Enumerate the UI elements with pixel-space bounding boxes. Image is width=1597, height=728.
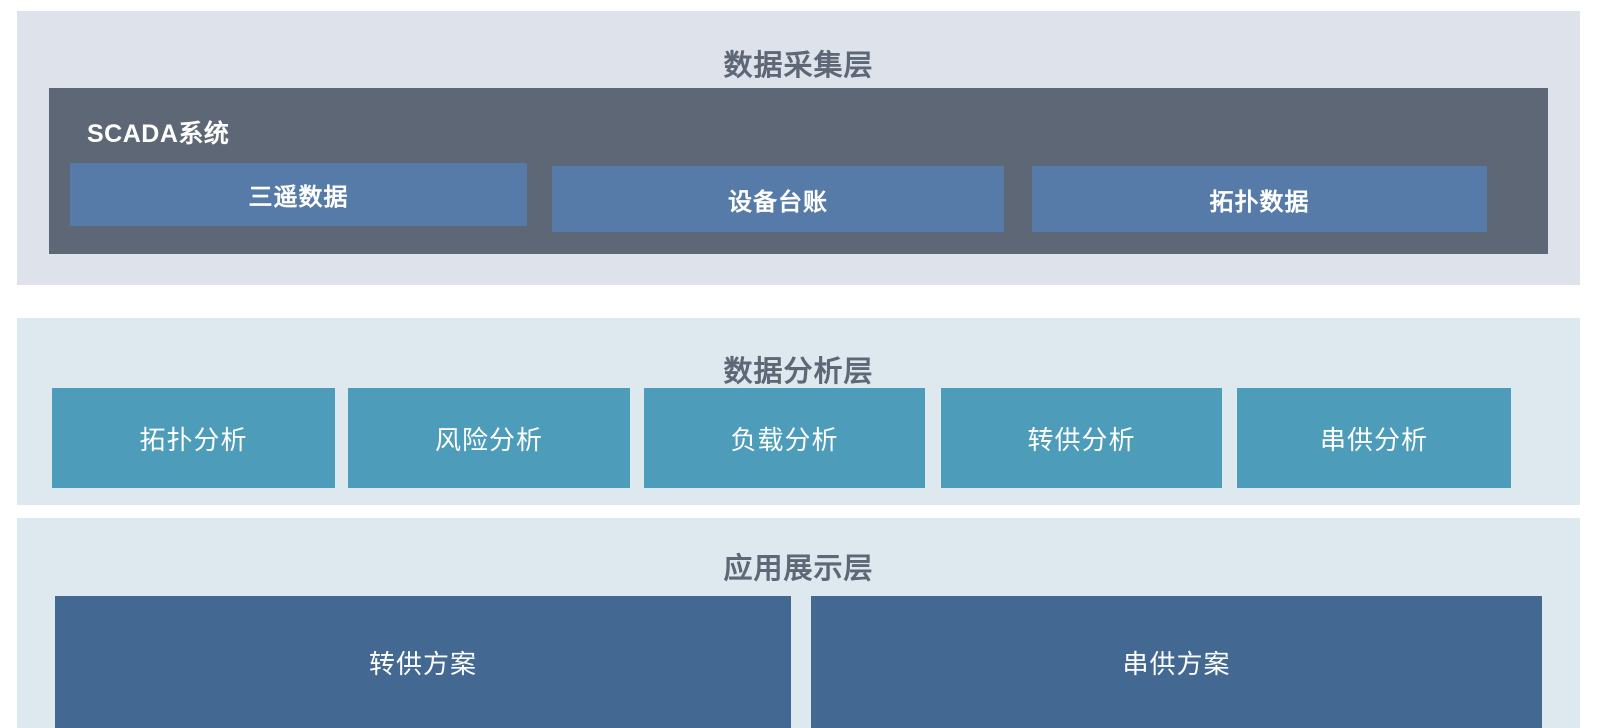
layer-application-display: 应用展示层 转供方案 串供方案 [17,518,1580,728]
scada-group-label: SCADA系统 [87,120,230,148]
analysis-item-transfer-supply[interactable]: 转供分析 [941,388,1222,488]
layer-title-application-display: 应用展示层 [723,553,874,585]
scada-item-topology-data[interactable]: 拓扑数据 [1032,166,1487,232]
analysis-item-row: 拓扑分析 风险分析 负载分析 转供分析 串供分析 [52,388,1545,488]
scada-item-equipment-ledger[interactable]: 设备台账 [552,166,1004,232]
application-item-row: 转供方案 串供方案 [55,596,1542,728]
layer-title-data-analysis: 数据分析层 [723,356,874,388]
application-item-transfer-supply-plan[interactable]: 转供方案 [55,596,791,728]
analysis-item-topology[interactable]: 拓扑分析 [52,388,335,488]
analysis-item-risk[interactable]: 风险分析 [348,388,630,488]
scada-item-row: 三遥数据 设备台账 拓扑数据 [70,163,1527,232]
layer-data-acquisition: 数据采集层 SCADA系统 三遥数据 设备台账 拓扑数据 [17,11,1580,285]
analysis-item-load[interactable]: 负载分析 [644,388,925,488]
layer-data-analysis: 数据分析层 拓扑分析 风险分析 负载分析 转供分析 串供分析 [17,318,1580,505]
application-item-series-supply-plan[interactable]: 串供方案 [811,596,1542,728]
scada-item-sanyao-data[interactable]: 三遥数据 [70,163,527,226]
scada-group-panel: SCADA系统 三遥数据 设备台账 拓扑数据 [49,88,1548,254]
analysis-item-series-supply[interactable]: 串供分析 [1237,388,1511,488]
layer-title-data-acquisition: 数据采集层 [723,50,874,82]
